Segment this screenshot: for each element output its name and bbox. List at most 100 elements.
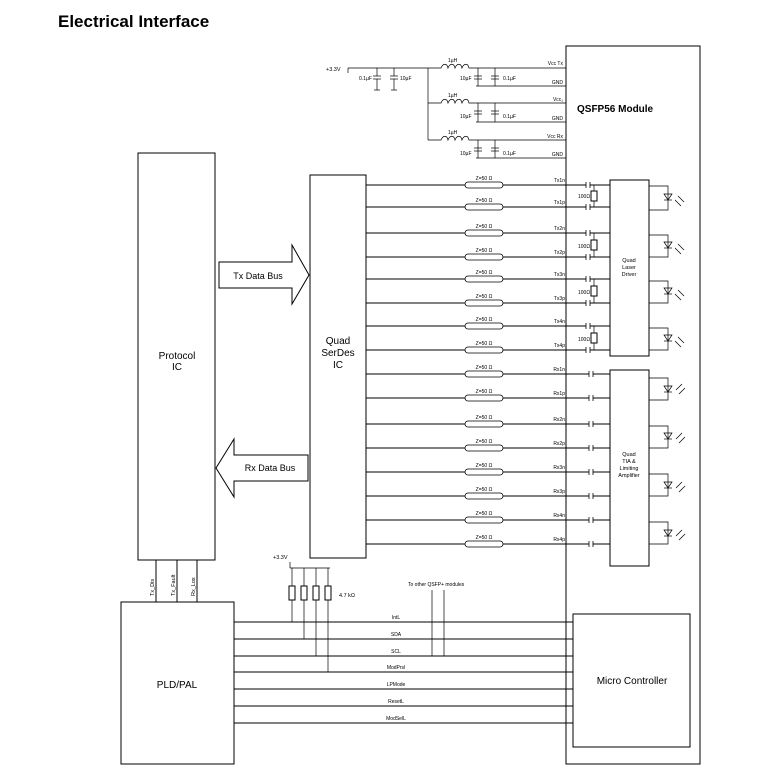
pld-label: PLD/PAL [157, 680, 198, 691]
ctrl-label-3: ModPrsl [387, 665, 405, 671]
photodiode-2-icon [649, 425, 686, 449]
inductor-label-2: 1µH [448, 93, 458, 99]
term-resistor-3: 100Ω [578, 290, 590, 296]
rx-impedance-0 [464, 370, 504, 378]
rx-impedance-5 [464, 492, 504, 500]
micro-controller-box [572, 613, 691, 748]
rx-pin-label-6: Rx4n [553, 513, 565, 519]
ctrl-label-2: SCL [391, 649, 401, 655]
rx-pin-label-3: Rx2p [553, 441, 565, 447]
rx-impedance-label-4: Z=50 Ω [476, 463, 493, 469]
tx-cap-gap-0 [586, 182, 590, 188]
term-resistor-1: 100Ω [578, 194, 590, 200]
inductor-label-3: 1µH [448, 130, 458, 136]
tx-impedance-5 [464, 299, 504, 307]
rx-cap-gap-5 [589, 493, 593, 499]
laser-diode-4-icon [649, 327, 685, 351]
tia-l1: Quad [622, 452, 635, 458]
photodiode-4-icon [649, 521, 686, 545]
tx-cap-gap-2 [586, 230, 590, 236]
rail-label-2: Vᴄᴄ₁ [553, 97, 563, 103]
rx-impedance-label-3: Z=50 Ω [476, 439, 493, 445]
tx-cap-gap-4 [586, 276, 590, 282]
tx-impedance-label-1: Z=50 Ω [476, 198, 493, 204]
laser-driver-l2: Laser [622, 265, 636, 271]
tx-pin-label-3: Tx2p [554, 250, 565, 256]
ctrl-label-4: LPMode [387, 682, 406, 688]
term-resistor-4: 100Ω [578, 337, 590, 343]
serdes-label-2: SerDes [321, 348, 354, 359]
tx-pin-label-2: Tx2n [554, 226, 565, 232]
rx-cap-gap-7 [589, 541, 593, 547]
pld-pin-2: Rx_Los [191, 577, 197, 596]
supply-cap-01: 0.1µF [359, 76, 372, 82]
tx-impedance-label-7: Z=50 Ω [476, 341, 493, 347]
ctrl-label-0: IntL [392, 615, 401, 621]
module-label: QSFP56 Module [577, 104, 654, 115]
tx-cap-gap-3 [586, 254, 590, 260]
rx-impedance-label-2: Z=50 Ω [476, 415, 493, 421]
rx-cap-gap-2 [589, 421, 593, 427]
pld-pin-0: Tx_Dis [150, 579, 156, 596]
rail-cap-01-2: 0.1µF [503, 114, 516, 120]
rx-impedance-label-0: Z=50 Ω [476, 365, 493, 371]
rail-label-1: GND [552, 80, 564, 86]
rail-cap-01-3: 0.1µF [503, 151, 516, 157]
inductor-label-1: 1µH [448, 58, 458, 64]
rx-pin-label-0: Rx1n [553, 367, 565, 373]
tx-impedance-3 [464, 253, 504, 261]
pullup-supply: +3.3V [273, 555, 288, 561]
rx-impedance-3 [464, 444, 504, 452]
rx-impedance-6 [464, 516, 504, 524]
tx-impedance-1 [464, 203, 504, 211]
laser-driver-l1: Quad [622, 258, 635, 264]
tx-pin-label-1: Tx1p [554, 200, 565, 206]
termination-resistors: 100Ω 100Ω 100Ω 100Ω [578, 185, 598, 350]
photodiode-1-icon [649, 377, 686, 401]
protocol-ic-label-2: IC [172, 362, 182, 373]
ctrl-label-1: SDA [391, 632, 402, 638]
tx-pin-label-6: Tx4n [554, 319, 565, 325]
tia-l3: Limiting [620, 466, 639, 472]
tx-impedance-label-2: Z=50 Ω [476, 224, 493, 230]
quad-serdes-box [309, 174, 367, 559]
supply-label: +3.3V [326, 67, 341, 73]
tx-pin-label-5: Tx3p [554, 296, 565, 302]
rx-cap-gap-4 [589, 469, 593, 475]
tx-impedance-label-0: Z=50 Ω [476, 176, 493, 182]
rx-impedance-4 [464, 468, 504, 476]
tia-l4: Amplifier [618, 473, 640, 479]
tx-cap-gap-1 [586, 204, 590, 210]
rx-cap-gap-6 [589, 517, 593, 523]
tx-impedance-2 [464, 229, 504, 237]
micro-label: Micro Controller [597, 676, 668, 687]
rail-label-0: Vᴄᴄ Tx [548, 61, 564, 67]
term-resistor-2: 100Ω [578, 244, 590, 250]
ctrl-label-5: ResetL [388, 699, 404, 705]
tx-data-bus-arrow [218, 243, 310, 306]
tx-impedance-label-4: Z=50 Ω [476, 270, 493, 276]
laser-diode-3-icon [649, 280, 685, 304]
rail-cap-01-1: 0.1µF [503, 76, 516, 82]
rail-cap-10-2: 10µF [460, 114, 472, 120]
power-supply-network: +3.3V 0.1µF 10µF 1µH 1µH 1µH 10 [326, 58, 566, 159]
rx-cap-gap-1 [589, 395, 593, 401]
tia-box [609, 369, 650, 567]
pld-protocol-connections: Tx_Dis Tx_Fault Rx_Los [150, 560, 198, 602]
rx-impedance-7 [464, 540, 504, 548]
tx-impedance-label-3: Z=50 Ω [476, 248, 493, 254]
tx-pin-label-7: Tx4p [554, 343, 565, 349]
serdes-label-1: Quad [326, 336, 350, 347]
rx-pin-label-4: Rx3n [553, 465, 565, 471]
tx-cap-gap-6 [586, 323, 590, 329]
pld-pal-box [120, 601, 235, 765]
tx-impedance-6 [464, 322, 504, 330]
rx-pin-label-7: Rx4p [553, 537, 565, 543]
tx-impedance-label-6: Z=50 Ω [476, 317, 493, 323]
tx-cap-gap-5 [586, 300, 590, 306]
laser-driver-l3: Driver [622, 272, 637, 278]
diagram-title: Electrical Interface [58, 12, 210, 31]
rx-impedance-2 [464, 420, 504, 428]
pullup-network: +3.3V 4.7 kΩ To other QSFP+ modules [273, 555, 465, 672]
